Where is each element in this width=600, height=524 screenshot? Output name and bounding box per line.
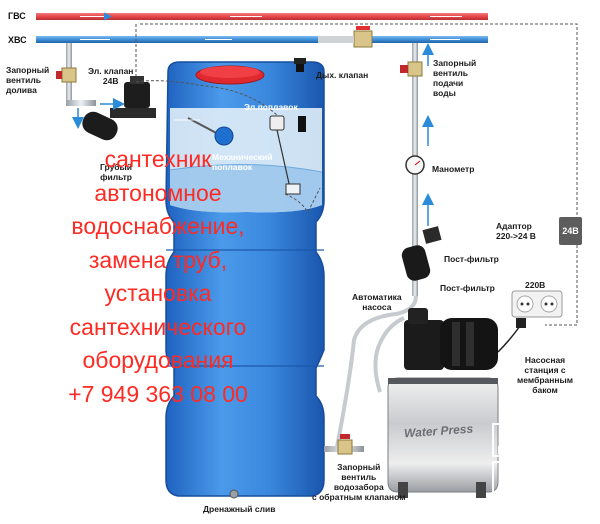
logo-letter: Д xyxy=(552,461,582,495)
pump-station xyxy=(387,377,499,498)
el-float xyxy=(269,115,306,195)
logo-letter: Е xyxy=(522,461,552,495)
logo-letter: Д xyxy=(492,423,522,457)
drain-outlet xyxy=(229,489,239,499)
ad-line: сантехнического xyxy=(69,313,247,340)
logo-letter: Н xyxy=(522,423,552,457)
mech-float xyxy=(187,117,234,146)
cold-water-pipe xyxy=(36,36,488,43)
ad-line: сантехник xyxy=(104,146,212,172)
drain-label: Дренажный слив xyxy=(203,504,276,514)
tank-brand-label: Water Press xyxy=(403,421,474,441)
ad-line: автономное xyxy=(94,179,222,206)
cold-main-valve xyxy=(318,26,373,48)
logo-letter: Р xyxy=(492,461,522,495)
supply-valve xyxy=(400,61,423,77)
ad-line: установка xyxy=(104,280,212,306)
refill-valve xyxy=(56,67,77,83)
ad-line: замена труб, xyxy=(88,246,228,273)
hot-pipe-label: ГВС xyxy=(8,11,26,21)
el-float-label: Эл.поплавок xyxy=(244,102,298,112)
intake-valve xyxy=(324,434,364,455)
v220-label: 220В xyxy=(525,280,546,290)
ad-line: водоснабжение, xyxy=(71,213,245,239)
power-plug xyxy=(497,318,526,353)
coarse-filter xyxy=(82,108,156,141)
breather-label: Дых. клапан xyxy=(316,70,369,80)
tank-cutaway xyxy=(169,108,323,213)
post-filter-label-2: Пост-фильтр xyxy=(440,283,495,293)
hot-water-pipe xyxy=(36,12,488,21)
control-wiring xyxy=(135,23,578,326)
ad-line: оборудования xyxy=(82,347,234,373)
post-filter-label: Пост-фильтр xyxy=(444,254,499,264)
breather-valve xyxy=(294,58,306,72)
manometer-label: Манометр xyxy=(432,164,475,174)
manometer xyxy=(405,155,425,175)
pump-motor xyxy=(404,308,498,370)
ad-phone: +7 949 363 08 00 xyxy=(68,380,248,407)
electric-valve xyxy=(124,76,150,108)
adapter-24v-badge: 24В xyxy=(559,217,582,245)
power-socket xyxy=(511,290,563,318)
watermark-logo: Д Н Р Р Е Д xyxy=(492,423,582,497)
cold-pipe-label: ХВС xyxy=(8,35,27,45)
ad-text: сантехник автономное водоснабжение, заме… xyxy=(8,143,308,411)
logo-letter: Р xyxy=(552,423,582,457)
post-filter xyxy=(401,226,442,281)
